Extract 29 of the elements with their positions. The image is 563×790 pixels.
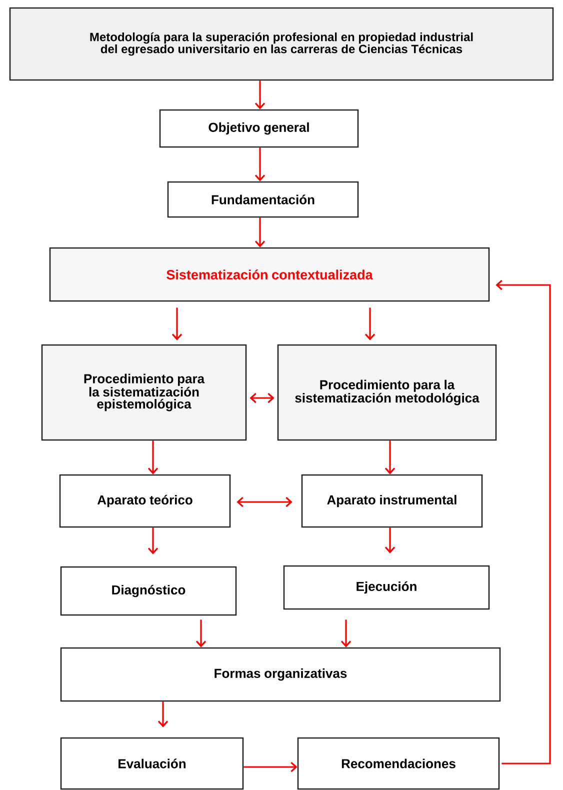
arrow xyxy=(384,528,396,554)
arrow xyxy=(148,440,158,474)
process-box: Ejecución xyxy=(283,565,490,610)
process-box: Formas organizativas xyxy=(60,647,501,702)
process-box: Evaluación xyxy=(60,737,244,790)
arrow xyxy=(254,218,266,248)
process-box: Aparato instrumental xyxy=(301,474,483,528)
process-box: Procedimiento para la sistematización metodológica xyxy=(277,344,497,441)
process-box: Recomendaciones xyxy=(297,737,500,790)
title-box: Metodología para la superación profesional en propiedad industrial del egresado universitario en las carreras de Ciencias Técnicas xyxy=(9,7,554,81)
arrow xyxy=(496,280,551,764)
arrow xyxy=(244,762,298,772)
process-box: Aparato teórico xyxy=(59,474,231,528)
process-box: Procedimiento para la sistematización epistemológica xyxy=(41,344,247,441)
arrow xyxy=(236,496,292,508)
process-box: Objetivo general xyxy=(159,109,359,148)
arrow xyxy=(340,620,352,648)
arrow xyxy=(172,308,182,340)
process-box: Sistematización contextualizada xyxy=(49,247,490,302)
process-box: Fundamentación xyxy=(167,181,359,218)
arrow xyxy=(158,702,168,728)
process-box: Diagnóstico xyxy=(60,566,237,616)
arrow xyxy=(250,392,274,404)
arrow xyxy=(148,528,158,554)
arrow xyxy=(254,148,266,182)
arrow xyxy=(254,80,266,110)
arrow xyxy=(364,308,376,340)
arrow xyxy=(384,440,396,474)
arrow xyxy=(196,620,206,648)
